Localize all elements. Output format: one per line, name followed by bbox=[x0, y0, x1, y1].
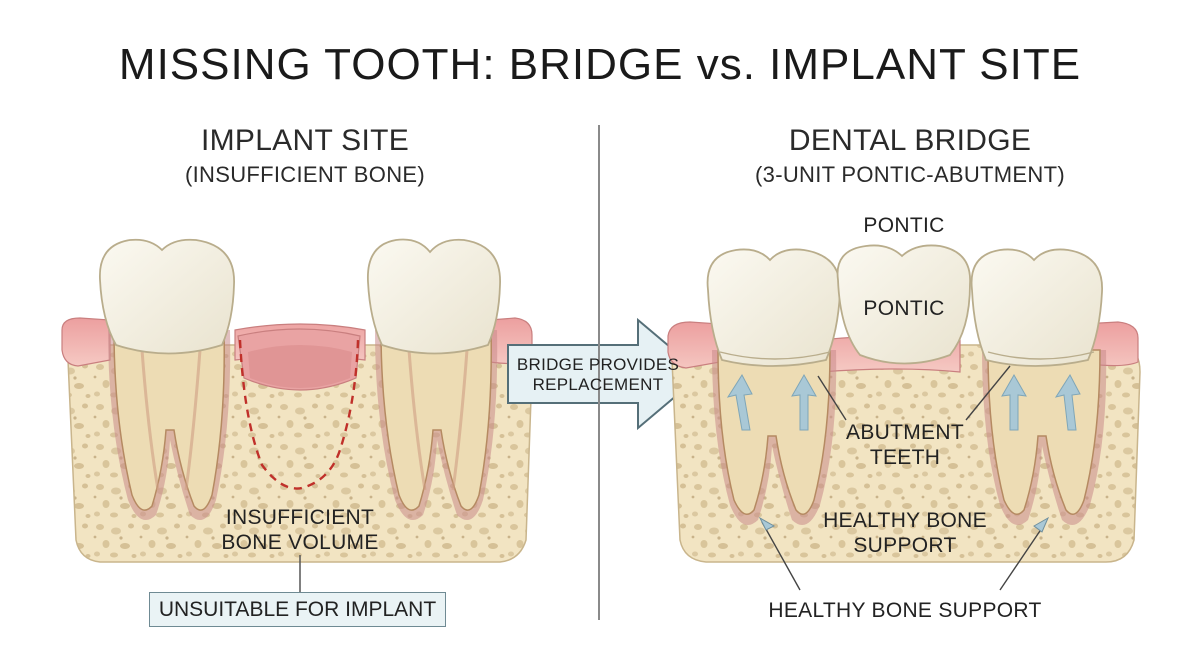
healthy-bone-label-line-2: SUPPORT bbox=[853, 534, 957, 557]
abutment-teeth-label-line-2: TEETH bbox=[869, 446, 941, 469]
page-title: MISSING TOOTH: BRIDGE vs. IMPLANT SITE bbox=[118, 40, 1082, 89]
leader-lines bbox=[761, 365, 1047, 591]
left-panel-heading: IMPLANT SITE bbox=[200, 124, 410, 157]
replacement-arrow bbox=[507, 317, 704, 431]
right-panel-heading: DENTAL BRIDGE bbox=[788, 124, 1032, 157]
arrow-label-line-2: REPLACEMENT bbox=[532, 375, 664, 394]
leader-arrowheads bbox=[758, 516, 1050, 533]
pontic-crown bbox=[836, 244, 971, 365]
pontic-crown-label: PONTIC bbox=[863, 297, 945, 320]
insufficient-bone-label-line-2: BONE VOLUME bbox=[221, 531, 379, 554]
left-panel-right-molar bbox=[367, 238, 501, 520]
abutment-teeth-label-line-1: ABUTMENT bbox=[846, 421, 964, 444]
abutment-teeth-label: ABUTMENT TEETH bbox=[830, 420, 980, 470]
healthy-bone-label-line-1: HEALTHY BONE bbox=[823, 509, 987, 532]
insufficient-bone-label: INSUFFICIENT BONE VOLUME bbox=[190, 505, 410, 555]
healthy-bone-support-bottom-label: HEALTHY BONE SUPPORT bbox=[768, 599, 1042, 622]
pontic-top-label: PONTIC bbox=[863, 214, 945, 237]
right-panel-subheading: (3-UNIT PONTIC-ABUTMENT) bbox=[755, 162, 1065, 187]
left-panel-subheading: (INSUFFICIENT BONE) bbox=[185, 162, 425, 187]
right-jaw bbox=[667, 244, 1141, 591]
healthy-bone-label: HEALTHY BONE SUPPORT bbox=[805, 508, 1005, 558]
left-molar bbox=[99, 238, 235, 520]
unsuitable-for-implant-box: UNSUITABLE FOR IMPLANT bbox=[149, 592, 446, 627]
panel-divider bbox=[598, 125, 600, 620]
missing-tooth-outline bbox=[238, 339, 360, 490]
arrow-label-line-1: BRIDGE PROVIDES bbox=[516, 355, 680, 374]
insufficient-bone-label-line-1: INSUFFICIENT bbox=[225, 506, 375, 529]
support-arrows bbox=[726, 373, 1081, 431]
left-jaw bbox=[61, 238, 533, 592]
arrow-label: BRIDGE PROVIDES REPLACEMENT bbox=[508, 355, 688, 395]
